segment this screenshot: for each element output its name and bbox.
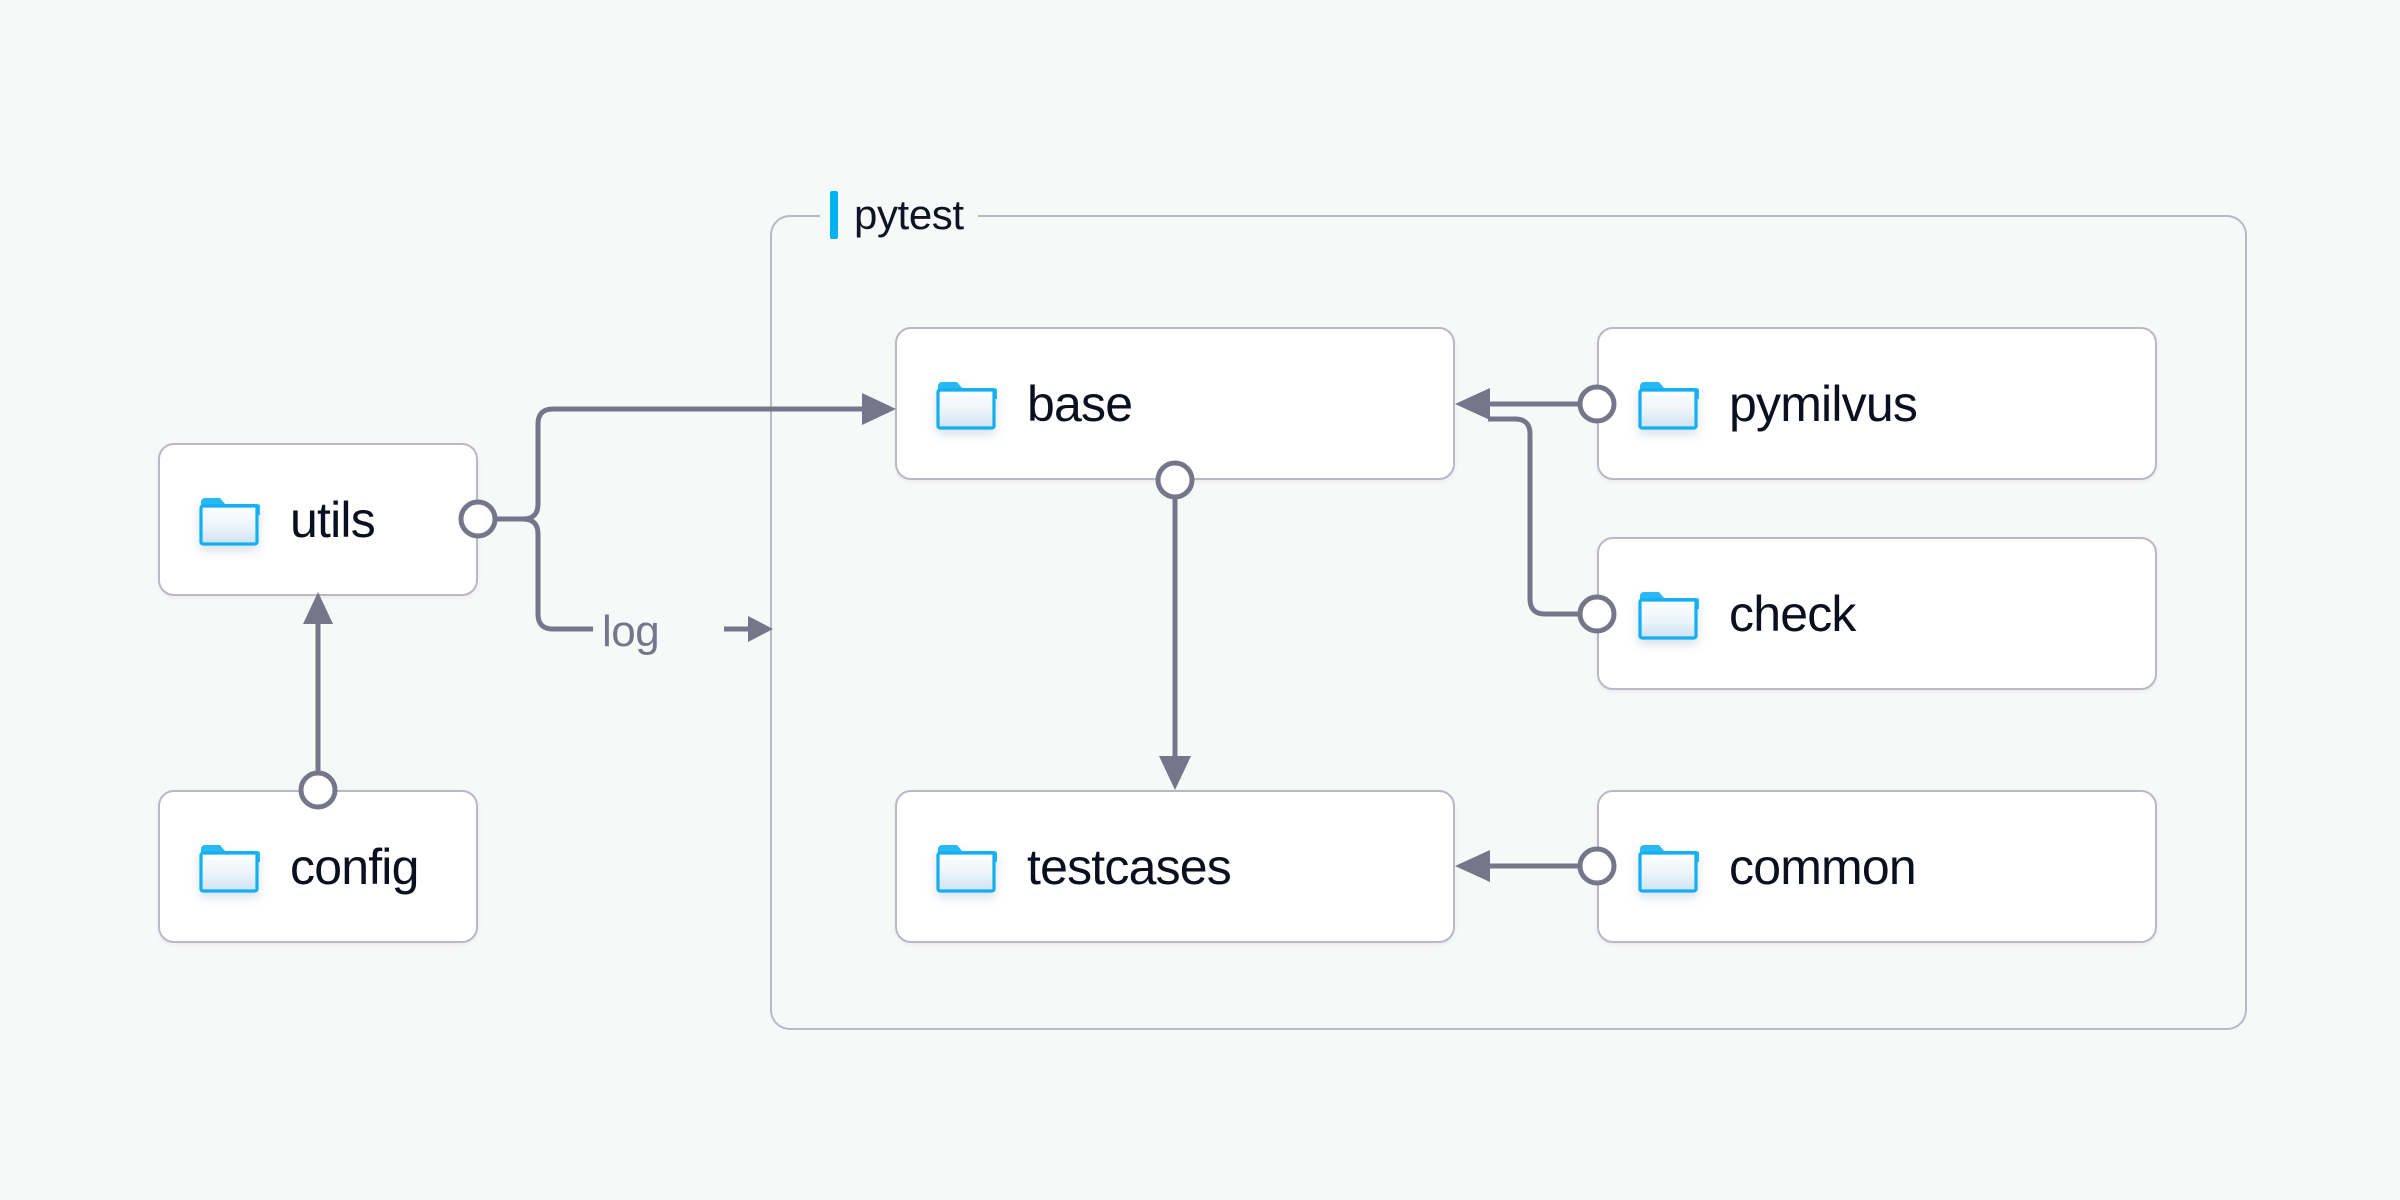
folder-icon [1638, 844, 1699, 893]
folder-icon [1638, 381, 1699, 430]
node-label-check: check [1729, 585, 1856, 642]
folder-icon [936, 381, 997, 430]
edge-label-log: log [602, 607, 659, 656]
folder-icon [1638, 591, 1699, 640]
node-label-common: common [1729, 838, 1917, 895]
folder-icon [199, 844, 260, 893]
group-label-text: pytest [854, 191, 964, 238]
node-label-base: base [1027, 375, 1133, 432]
node-common[interactable]: common [1597, 790, 2157, 943]
folder-icon [936, 844, 997, 893]
node-label-utils: utils [290, 491, 376, 548]
node-utils[interactable]: utils [158, 443, 478, 596]
node-pymilvus[interactable]: pymilvus [1597, 327, 2157, 480]
node-check[interactable]: check [1597, 537, 2157, 690]
node-label-pymilvus: pymilvus [1729, 375, 1918, 432]
folder-icon [199, 497, 260, 546]
edge-config-to-utils[interactable] [298, 592, 338, 810]
node-base[interactable]: base [895, 327, 1455, 480]
node-testcases[interactable]: testcases [895, 790, 1455, 943]
group-label-pytest[interactable]: pytest [820, 187, 978, 243]
arrowhead-icon [303, 592, 333, 624]
node-label-testcases: testcases [1027, 838, 1232, 895]
group-accent-bar-icon [830, 191, 838, 239]
edge-utils-to-pytest-log[interactable]: log [495, 516, 773, 656]
node-label-config: config [290, 838, 419, 895]
node-config[interactable]: config [158, 790, 478, 943]
